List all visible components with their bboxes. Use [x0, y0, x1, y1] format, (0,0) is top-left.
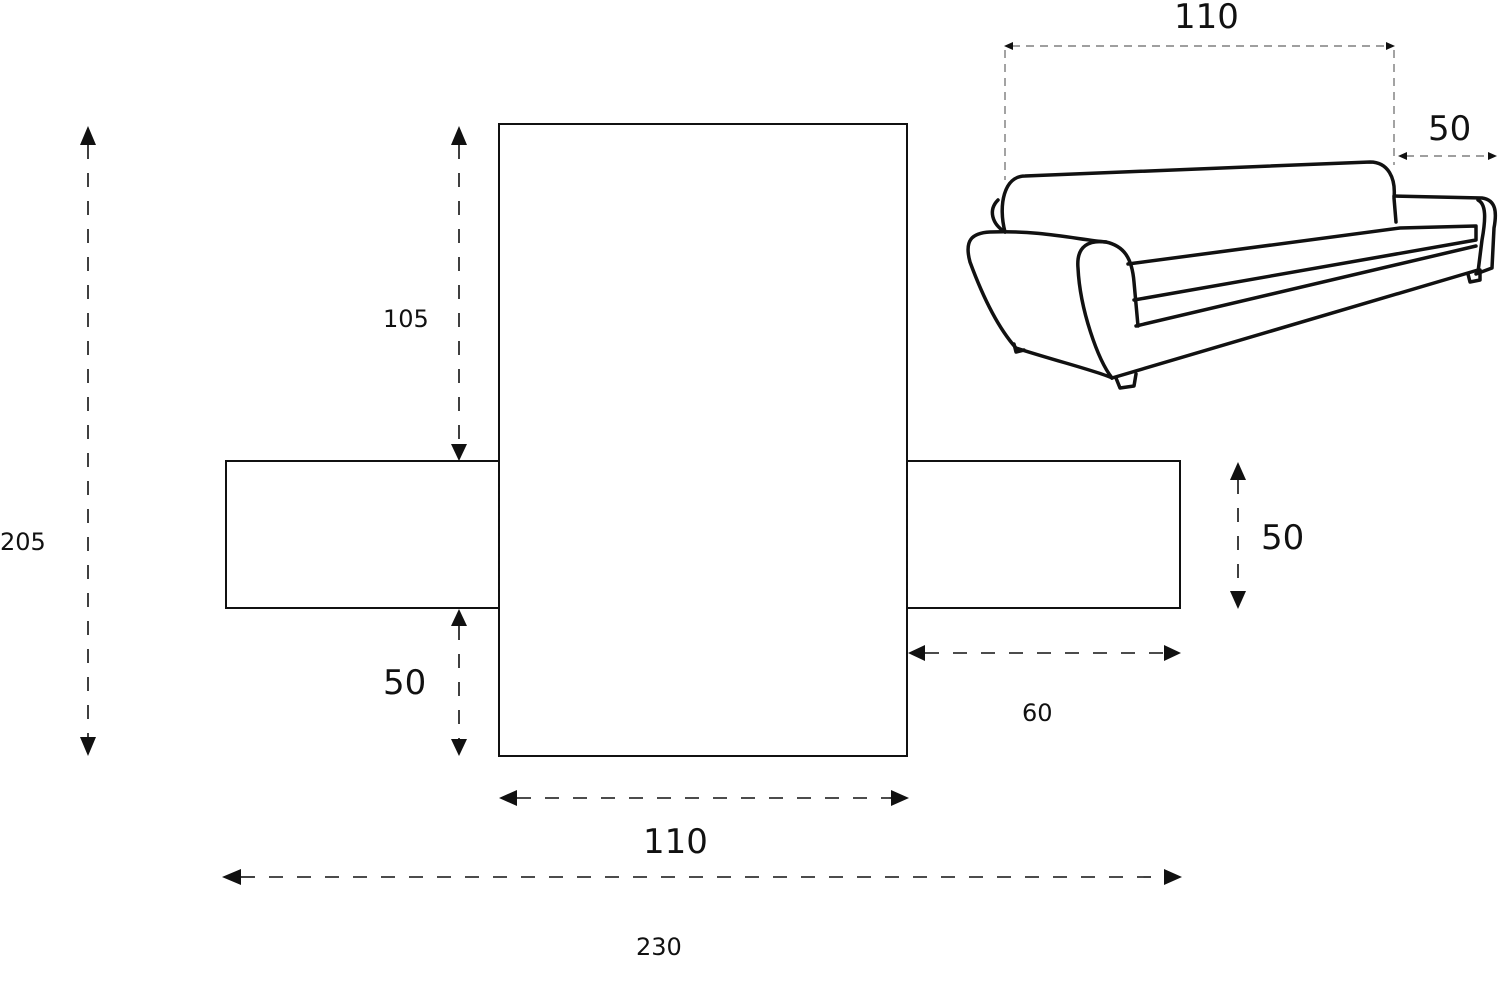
- cover-outline: [225, 123, 1181, 757]
- sofa-leg-front-left: [1114, 372, 1138, 390]
- left-arm-panel: [225, 460, 499, 609]
- arrow-left-icon: [499, 790, 517, 806]
- seat-width-dimension: 110: [499, 790, 909, 862]
- top-section-height-label: 105: [383, 305, 429, 333]
- arrow-right-icon: [1164, 645, 1181, 661]
- arrow-left-icon: [908, 645, 925, 661]
- arm-width-label: 50: [1261, 518, 1304, 558]
- sofa-seat-width-label: 110: [1174, 0, 1239, 37]
- arrow-right-icon: [1488, 152, 1497, 160]
- sofa-left-arm: [1076, 239, 1140, 380]
- arrow-left-icon: [222, 869, 241, 885]
- bottom-section-dimension: 50: [383, 609, 467, 756]
- arm-length-dimension: 60: [908, 645, 1181, 727]
- arrow-down-icon: [451, 739, 467, 756]
- arrow-left-icon: [1004, 42, 1013, 50]
- sofa-right-arm-front: [1476, 198, 1487, 274]
- arrow-right-icon: [891, 790, 909, 806]
- sofa-backrest: [1000, 160, 1398, 234]
- seat-width-label: 110: [643, 822, 708, 862]
- sofa-left-arm-outer: [966, 229, 1114, 380]
- total-width-dimension: 230: [222, 869, 1182, 961]
- sofa-seat-cushion: [1126, 224, 1478, 302]
- center-panel: [498, 123, 908, 757]
- bottom-section-height-label: 50: [383, 663, 426, 703]
- sofa-illustration: 110 50: [966, 0, 1498, 390]
- arrow-up-icon: [451, 609, 467, 626]
- arrow-up-icon: [451, 126, 467, 145]
- sofa-arm-width-label: 50: [1428, 109, 1471, 149]
- right-arm-panel: [907, 460, 1181, 609]
- sofa-base: [1110, 268, 1480, 380]
- arrow-left-icon: [1398, 152, 1407, 160]
- arrow-down-icon: [80, 737, 96, 756]
- sofa-right-arm: [1392, 194, 1498, 276]
- sofa-leg-right: [1466, 268, 1482, 284]
- total-height-dimension: 205: [0, 126, 96, 756]
- total-height-label: 205: [0, 528, 46, 556]
- sofa-back-left-arm: [990, 198, 1007, 234]
- top-section-dimension: 105: [383, 126, 467, 461]
- arrow-down-icon: [1230, 591, 1246, 609]
- arrow-right-icon: [1386, 42, 1395, 50]
- arm-length-label: 60: [1022, 699, 1053, 727]
- arrow-down-icon: [451, 444, 467, 461]
- arrow-up-icon: [1230, 462, 1246, 480]
- sofa-seat-front: [1134, 244, 1478, 328]
- sofa-leg-back-left: [1012, 342, 1026, 354]
- arrow-up-icon: [80, 126, 96, 145]
- total-width-label: 230: [636, 933, 682, 961]
- arm-width-dimension: 50: [1230, 462, 1304, 609]
- arrow-right-icon: [1164, 869, 1182, 885]
